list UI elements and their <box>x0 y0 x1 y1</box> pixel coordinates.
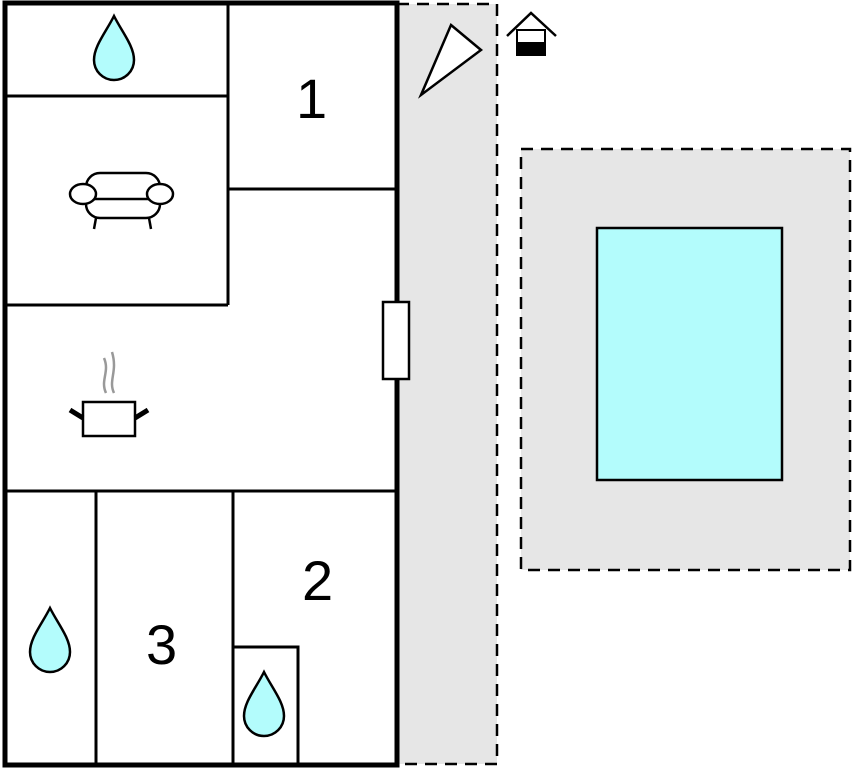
room-label-3: 3 <box>146 613 177 676</box>
house-outline <box>2 0 400 768</box>
cooking-pot-icon <box>68 351 150 438</box>
entrance-door <box>381 300 411 381</box>
room-label-1: 1 <box>296 67 327 130</box>
room-label-2: 2 <box>302 549 333 612</box>
interior-walls <box>5 3 395 767</box>
house-icon <box>506 11 557 56</box>
sofa-icon <box>68 171 175 230</box>
swimming-pool <box>595 226 784 482</box>
compass-north-icon <box>418 22 484 99</box>
terrace-strip <box>395 2 499 766</box>
